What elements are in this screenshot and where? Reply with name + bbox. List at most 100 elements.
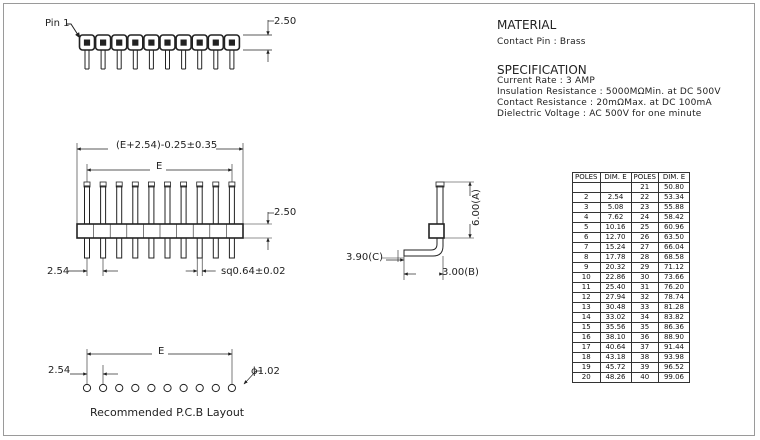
front-pitch-label: 2.54: [47, 266, 70, 277]
table-cell: 15: [572, 322, 601, 333]
spec-current-rate: Current Rate : 3 AMP: [497, 76, 595, 86]
top-pin-housing: [94, 34, 112, 51]
pcb-hole: [227, 383, 236, 393]
spec-insulation-resistance: Insulation Resistance : 5000MΩMin. at DC…: [497, 87, 721, 97]
table-cell: 73.66: [658, 272, 690, 283]
table-cell: 58.42: [658, 212, 690, 223]
front-pin-upper: [84, 185, 90, 225]
table-cell: 7: [572, 242, 601, 253]
top-pin-square: [116, 39, 123, 46]
spec-dielectric-voltage: Dielectric Voltage : AC 500V for one min…: [497, 109, 702, 119]
table-cell: 5.08: [599, 202, 632, 213]
top-pin-square: [228, 39, 236, 46]
top-pin-housing: [78, 34, 96, 51]
pcb-hole: [147, 383, 156, 393]
table-cell: 20.32: [599, 262, 632, 273]
table-cell: 71.12: [658, 262, 690, 273]
top-pin-square: [212, 39, 219, 46]
table-cell: 9: [572, 262, 601, 273]
table-cell: 4: [572, 212, 601, 223]
front-pin-lower: [148, 237, 155, 259]
table-cell: 12: [572, 292, 601, 303]
table-cell: [572, 182, 601, 193]
top-pin-square: [164, 39, 171, 46]
pcb-hole: [131, 383, 140, 393]
top-pin-housing: [143, 34, 160, 51]
front-pin-upper: [228, 185, 235, 225]
header-dim-e-1: DIM. E: [599, 172, 632, 183]
table-cell: 19: [572, 362, 601, 373]
pcb-hole: [115, 383, 124, 393]
table-cell: 25.40: [599, 282, 632, 293]
pcb-e-label: E: [158, 346, 165, 357]
front-pin-lower: [212, 237, 219, 259]
table-cell: 35: [630, 322, 659, 333]
table-cell: 55.88: [658, 202, 690, 213]
header-poles-2: POLES: [630, 172, 659, 183]
front-pin-upper: [164, 185, 171, 225]
top-pin-housing: [110, 34, 128, 51]
front-pin-tip: [196, 181, 204, 188]
offset-label: 3.00(B): [442, 267, 479, 278]
pcb-hole: [82, 383, 92, 393]
pcb-hole: [179, 383, 188, 393]
table-cell: 38: [630, 352, 659, 363]
table-cell: 22: [630, 192, 659, 203]
pin1-leader: [66, 23, 81, 39]
front-pin-tip: [115, 181, 123, 188]
top-pin-square: [196, 39, 203, 46]
table-cell: 20: [572, 372, 601, 383]
top-pin-square: [180, 39, 187, 46]
header-poles-1: POLES: [572, 172, 601, 183]
table-cell: 17.78: [599, 252, 632, 263]
table-cell: 33: [630, 302, 659, 313]
table-cell: 35.56: [599, 322, 632, 333]
pcb-hole: [211, 383, 220, 393]
table-cell: 36: [630, 332, 659, 343]
table-cell: 16: [572, 332, 601, 343]
top-pin-square: [100, 39, 107, 46]
table-cell: 45.72: [599, 362, 632, 373]
table-header-row: POLES DIM. E POLES DIM. E: [572, 172, 690, 183]
table-cell: 14: [572, 312, 601, 323]
front-pin-upper: [116, 185, 123, 225]
table-cell: 88.90: [658, 332, 690, 343]
table-cell: 60.96: [658, 222, 690, 233]
table-cell: 31: [630, 282, 659, 293]
table-cell: 34: [630, 312, 659, 323]
table-cell: 32: [630, 292, 659, 303]
front-pin-tip: [147, 181, 155, 188]
table-cell: 29: [630, 262, 659, 273]
table-cell: 43.18: [599, 352, 632, 363]
table-cell: 11: [572, 282, 601, 293]
pcb-layout-caption: Recommended P.C.B Layout: [90, 406, 245, 419]
table-cell: 48.26: [599, 372, 632, 383]
header-dim-e-2: DIM. E: [658, 172, 690, 183]
table-cell: 2.54: [599, 192, 632, 203]
table-cell: 22.86: [599, 272, 632, 283]
side-housing: [428, 223, 445, 239]
front-pin-lower: [196, 237, 203, 259]
table-cell: 96.52: [658, 362, 690, 373]
table-cell: 17: [572, 342, 601, 353]
hole-diameter-leader: [243, 370, 262, 385]
front-height-label: 2.50: [274, 207, 297, 218]
table-cell: 86.36: [658, 322, 690, 333]
table-cell: 23: [630, 202, 659, 213]
table-cell: [599, 182, 632, 193]
front-pin-tip: [164, 181, 171, 188]
top-pin-housing: [159, 34, 176, 51]
table-cell: 24: [630, 212, 659, 223]
top-pin-square: [132, 39, 139, 46]
table-cell: 66.04: [658, 242, 690, 253]
